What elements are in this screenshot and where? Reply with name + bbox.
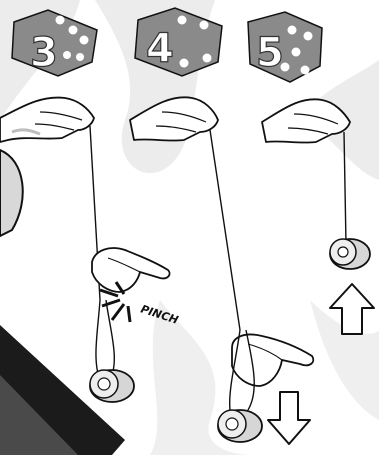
- die-5-pip: [292, 48, 301, 57]
- die-4-pip: [200, 21, 209, 30]
- step-4-pull-hand: [232, 335, 313, 387]
- die-4-pip: [180, 59, 189, 68]
- step-number-3: 3: [30, 30, 58, 76]
- partial-object-left: [0, 150, 23, 236]
- die-3-pip: [63, 51, 71, 59]
- step-3-loop-string: [96, 300, 114, 380]
- die-5-pip: [301, 66, 310, 75]
- step-3-pinch-hand: [92, 248, 170, 292]
- step-4-yoyo: [218, 410, 262, 442]
- step-number-4: 4: [146, 26, 174, 72]
- down-arrow-icon: [268, 392, 310, 444]
- step-3-yoyo: [90, 370, 134, 402]
- die-3-pip: [56, 16, 65, 25]
- die-4-pip: [203, 54, 212, 63]
- step-number-5: 5: [256, 30, 284, 76]
- die-5-pip: [288, 26, 297, 35]
- step-5-yoyo: [330, 239, 370, 269]
- die-3-pip: [76, 53, 84, 61]
- die-3-pip: [80, 36, 89, 45]
- step-3-top-hand: [0, 98, 94, 142]
- die-3-pip: [69, 26, 78, 35]
- die-5: 5: [248, 12, 322, 82]
- die-4-pip: [178, 16, 187, 25]
- step-4-string: [210, 130, 240, 330]
- die-5-pip: [304, 32, 313, 41]
